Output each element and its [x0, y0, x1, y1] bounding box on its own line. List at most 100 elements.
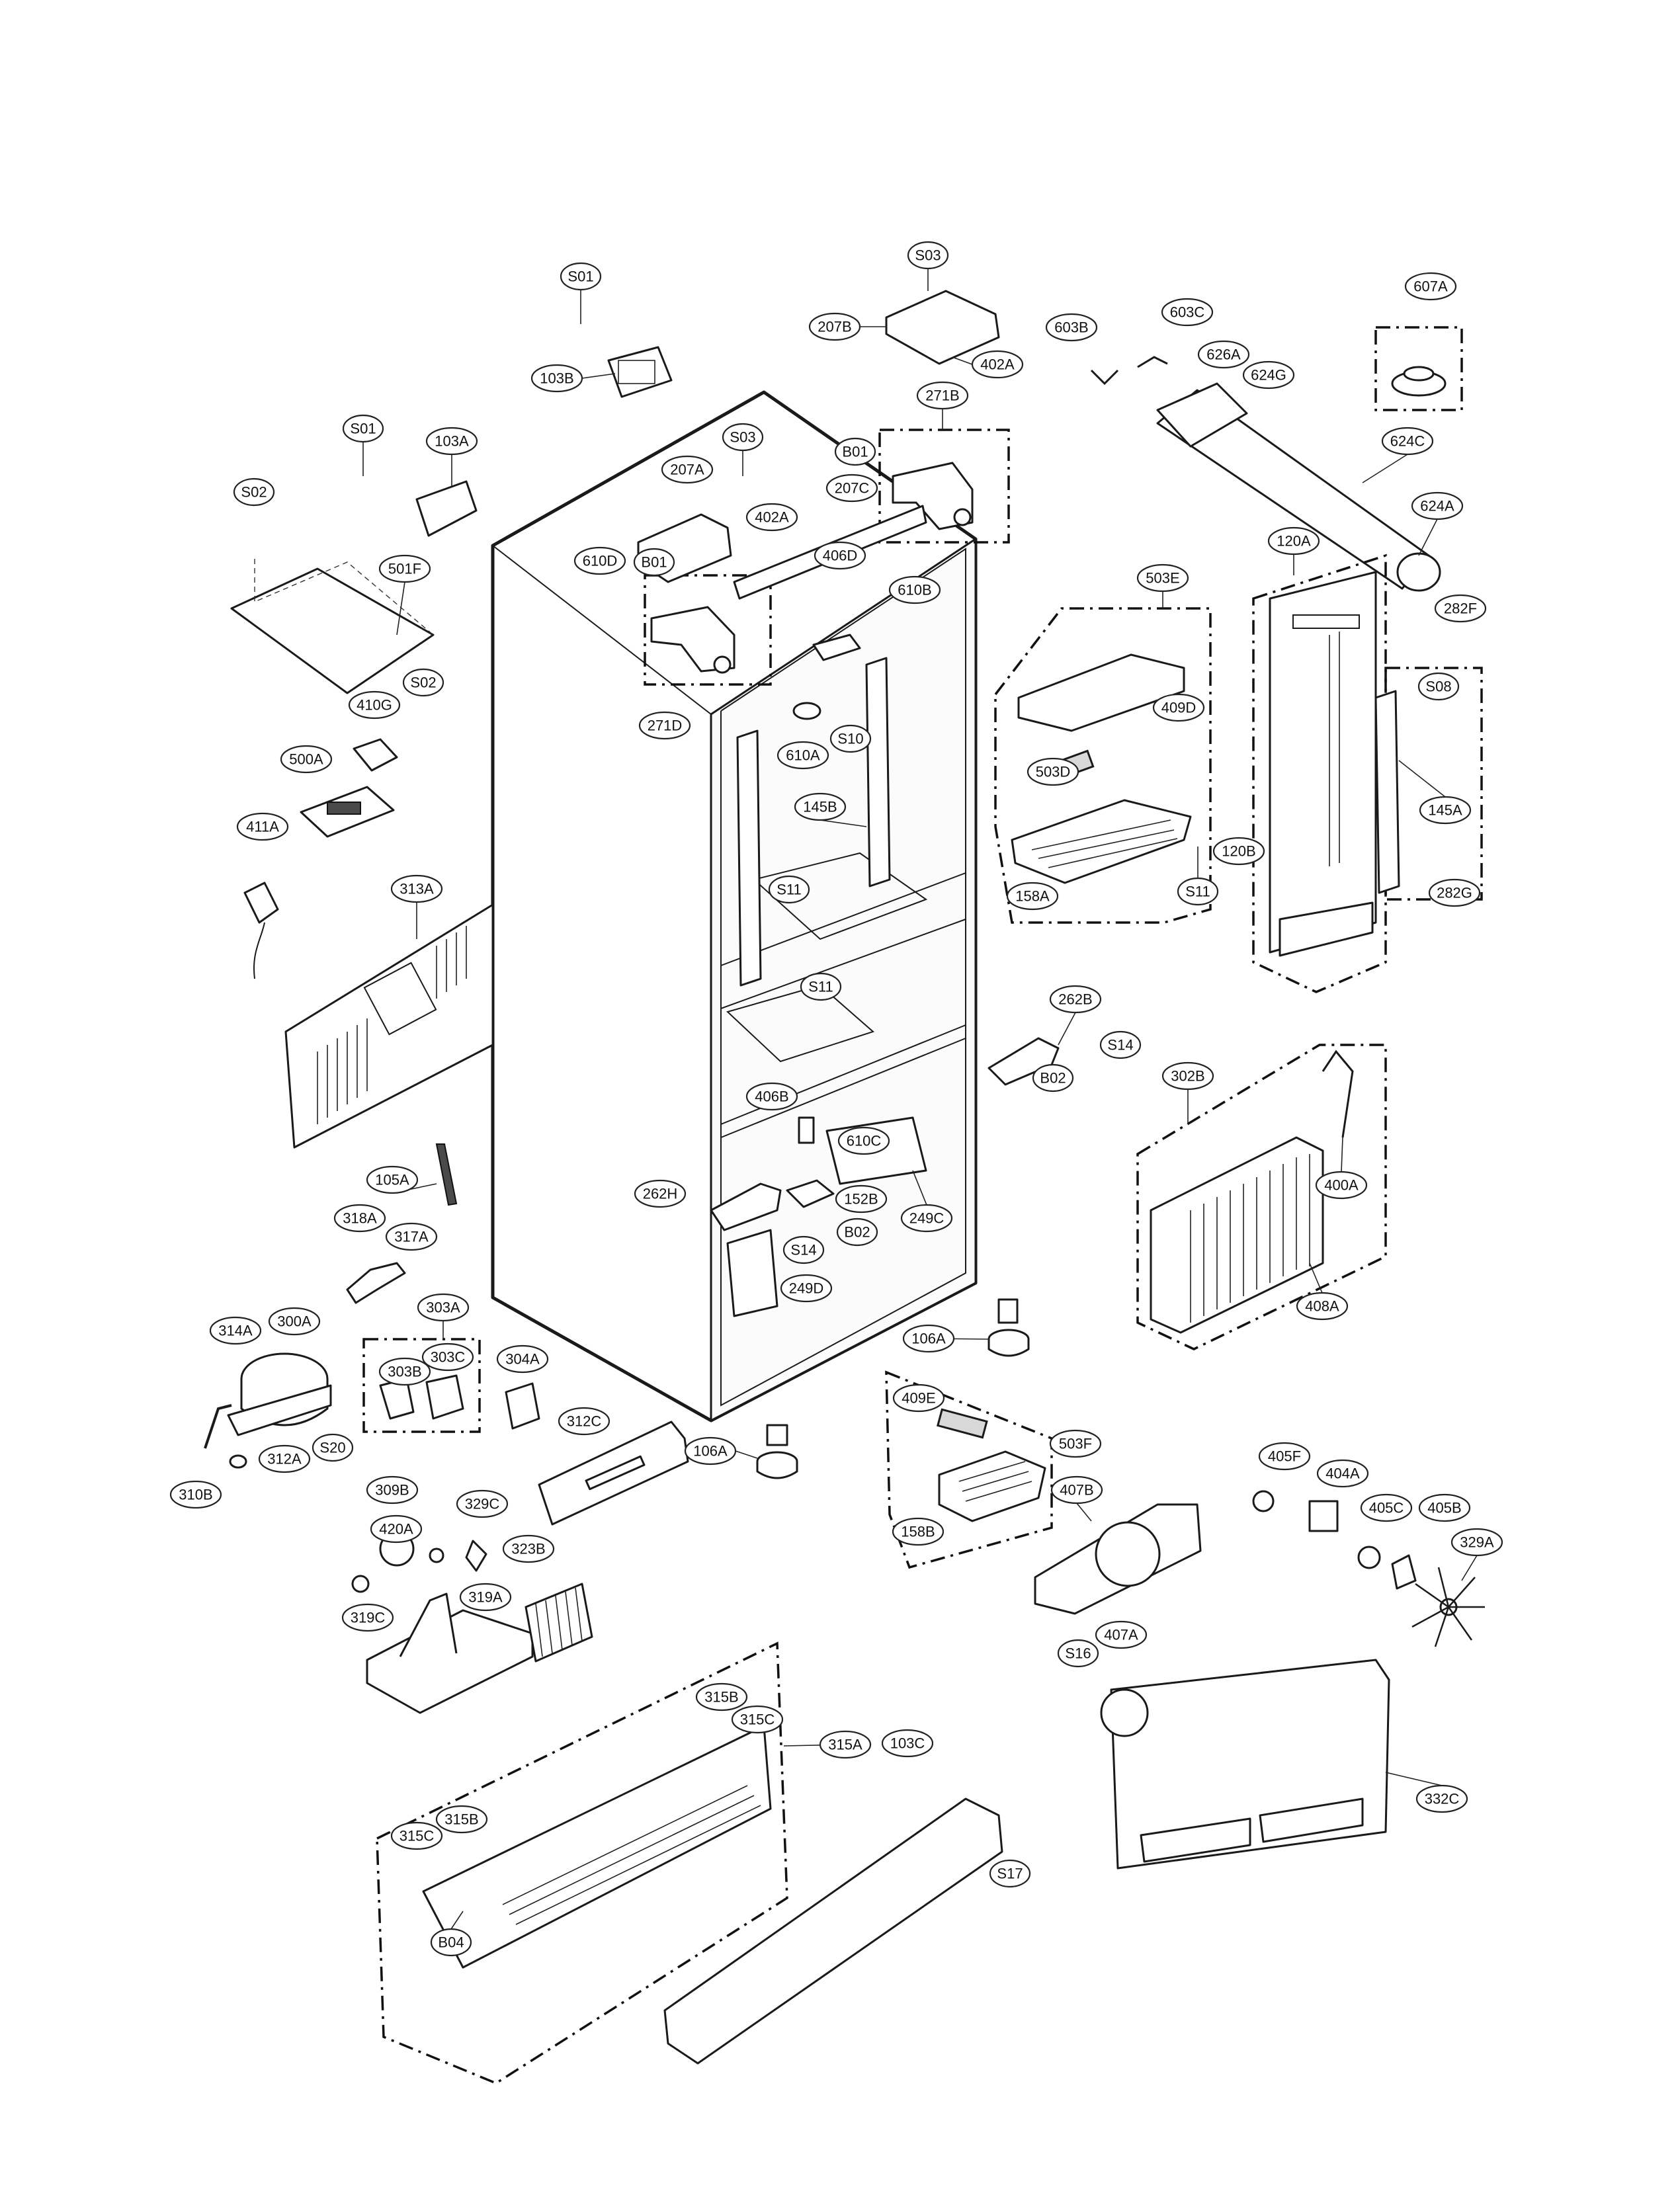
callout-label: 603B — [1054, 319, 1088, 336]
callout-610b: 610B — [888, 575, 941, 604]
callout-s14: S14 — [1099, 1030, 1142, 1059]
callout-262h: 262H — [634, 1179, 687, 1208]
callout-s11: S11 — [768, 875, 810, 904]
pcb-500a — [300, 786, 395, 838]
callout-319a: 319A — [459, 1583, 512, 1612]
callout-label: 409E — [902, 1390, 935, 1407]
callout-bubble — [1212, 837, 1265, 866]
callout-317a: 317A — [385, 1222, 438, 1251]
callout-bubble — [558, 1407, 610, 1436]
callout-402a: 402A — [971, 350, 1024, 379]
callout-bubble — [1434, 594, 1487, 623]
callout-bubble — [1045, 313, 1098, 342]
callout-label: 405C — [1369, 1500, 1404, 1516]
callout-bubble — [1417, 672, 1460, 701]
callout-bubble — [417, 1293, 470, 1322]
callout-103a: 103A — [425, 427, 478, 456]
callout-label: S20 — [319, 1440, 345, 1456]
callout-bubble — [1197, 340, 1250, 369]
callout-303c: 303C — [421, 1342, 474, 1372]
callout-label: S14 — [1107, 1037, 1133, 1053]
shroud-332c — [1100, 1659, 1390, 1870]
callout-label: 120B — [1222, 843, 1255, 860]
callout-label: 610B — [898, 582, 931, 598]
callout-label: 312A — [267, 1451, 302, 1467]
hinge-cover-207b — [885, 290, 1000, 365]
callout-label: 405B — [1427, 1500, 1461, 1516]
duct-145a — [1374, 667, 1483, 901]
callout-label: 302B — [1171, 1068, 1204, 1085]
callout-332c: 332C — [1415, 1784, 1468, 1813]
callout-607a: 607A — [1404, 272, 1457, 301]
callout-309b: 309B — [366, 1475, 419, 1505]
callout-bubble — [342, 414, 384, 443]
callout-bubble — [390, 874, 443, 903]
callout-249d: 249D — [780, 1274, 833, 1303]
callout-label: S16 — [1065, 1645, 1091, 1662]
callout-label: 145B — [803, 799, 837, 815]
callout-404a: 404A — [1316, 1459, 1369, 1488]
callout-bubble — [1450, 1528, 1503, 1557]
callout-bubble — [573, 546, 626, 575]
callout-405b: 405B — [1418, 1493, 1471, 1522]
control-box-103b — [607, 346, 673, 398]
callout-label: 106A — [911, 1331, 946, 1347]
callout-503e: 503E — [1136, 563, 1189, 593]
callout-label: S03 — [730, 429, 755, 446]
callout-bubble — [768, 875, 810, 904]
callout-bubble — [1095, 1620, 1148, 1649]
callout-label: 610C — [847, 1133, 882, 1149]
callout-bubble — [745, 503, 798, 532]
callout-label: 152B — [844, 1191, 878, 1208]
sensor-610a — [792, 702, 821, 720]
callout-303b: 303B — [378, 1357, 431, 1386]
callout-bubble — [633, 548, 675, 577]
callout-bubble — [782, 1235, 825, 1264]
callout-bubble — [456, 1489, 509, 1518]
callout-bubble — [1027, 757, 1079, 786]
callout-s11: S11 — [1177, 877, 1219, 906]
callout-label: 603C — [1170, 304, 1205, 321]
callout-label: 407B — [1060, 1482, 1093, 1499]
callout-label: 312C — [567, 1413, 602, 1430]
callout-bubble — [780, 1274, 833, 1303]
callout-s16: S16 — [1057, 1639, 1099, 1668]
callout-label: 207B — [818, 319, 851, 335]
callout-408a: 408A — [1296, 1292, 1349, 1321]
callout-label: 315B — [444, 1811, 478, 1828]
callout-bubble — [1404, 272, 1457, 301]
cap-group-607a — [1374, 326, 1463, 411]
callout-label: 323B — [511, 1541, 545, 1557]
sensor-105a — [435, 1143, 458, 1206]
valve-318a-317a — [346, 1262, 406, 1304]
callout-bubble — [900, 1204, 953, 1233]
clip-603b — [1090, 369, 1119, 386]
callout-313a: 313A — [390, 874, 443, 903]
tube-310b — [204, 1404, 232, 1449]
callout-bubble — [236, 812, 289, 841]
callout-s03: S03 — [722, 423, 764, 452]
callout-302b: 302B — [1161, 1061, 1214, 1091]
callout-312c: 312C — [558, 1407, 610, 1436]
callout-bubble — [989, 1859, 1031, 1888]
duct-145b — [865, 657, 891, 887]
callout-label: 610D — [583, 553, 618, 569]
compressor-300a — [227, 1352, 332, 1436]
callout-315c: 315C — [390, 1821, 443, 1850]
callout-label: 420A — [379, 1521, 413, 1538]
callout-329c: 329C — [456, 1489, 509, 1518]
heater-408a — [1322, 1050, 1354, 1138]
callout-103b: 103B — [530, 364, 583, 393]
callout-bubble — [378, 554, 431, 583]
callout-411a: 411A — [236, 812, 289, 841]
callout-bubble — [425, 427, 478, 456]
callout-bubble — [370, 1514, 423, 1544]
callout-bubble — [1315, 1171, 1368, 1200]
callout-label: 402A — [980, 356, 1015, 373]
grommet-312a — [229, 1454, 247, 1469]
callout-label: 319C — [351, 1610, 386, 1626]
evap-tray-319c — [366, 1592, 534, 1714]
bin-group-503f — [885, 1370, 1053, 1569]
callout-s02: S02 — [233, 477, 275, 507]
callout-label: 410G — [357, 697, 392, 714]
